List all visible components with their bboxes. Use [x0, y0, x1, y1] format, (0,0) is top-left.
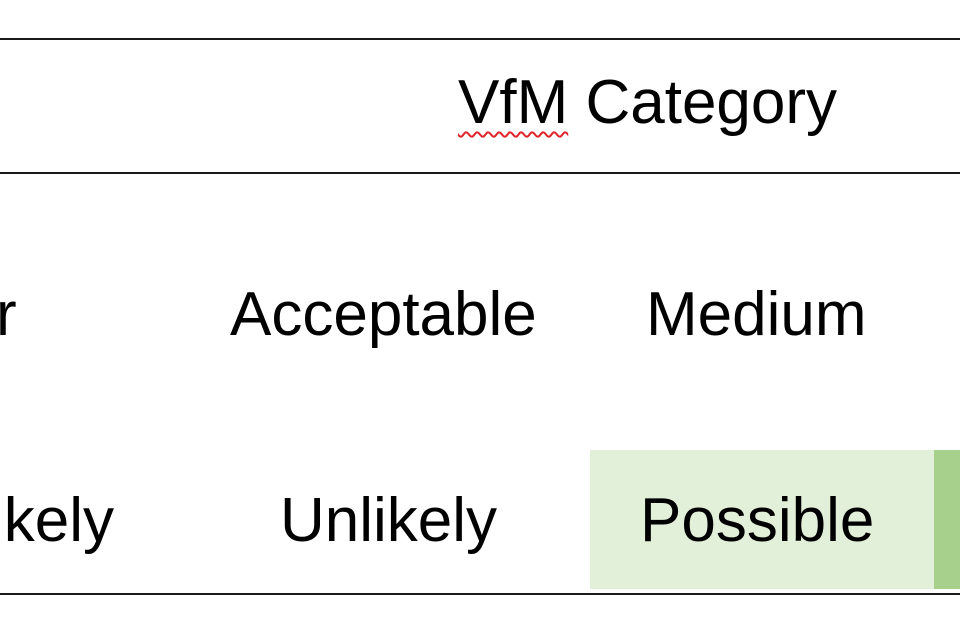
adjacent-cell-shading — [934, 450, 960, 589]
header-divider — [0, 172, 960, 174]
row-1-cell-clipped: r — [0, 280, 17, 349]
table-top-border — [0, 38, 960, 40]
possible-cell-shading — [590, 450, 934, 589]
row-1-cell-medium: Medium — [646, 280, 867, 349]
row-1-cell-acceptable: Acceptable — [230, 280, 537, 349]
row-2-cell-unlikely: Unlikely — [280, 486, 498, 555]
row-2-cell-possible: Possible — [640, 486, 875, 555]
vfm-category-header: VfM Category — [458, 72, 837, 134]
row-2-cell-clipped: ikely — [0, 486, 115, 555]
category-word: Category — [568, 68, 838, 137]
table-bottom-border — [0, 593, 960, 595]
vfm-misspelled-word: VfM — [458, 68, 569, 137]
